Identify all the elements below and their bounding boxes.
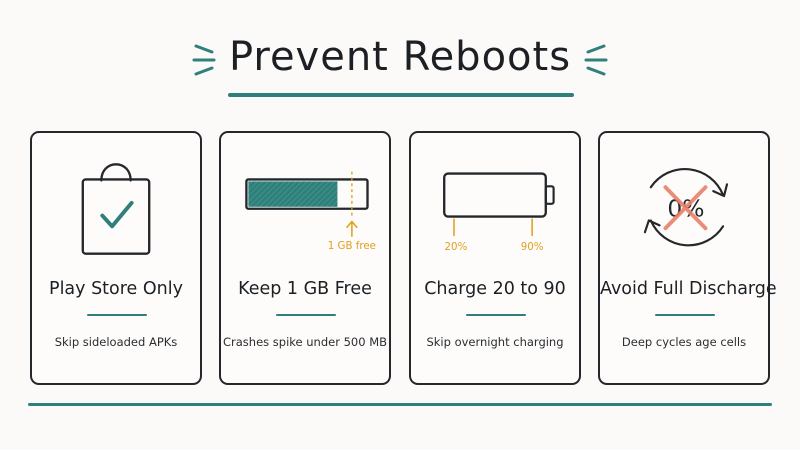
tip-card-discharge: 0% Avoid Full Discharge Deep cycles age … xyxy=(598,131,777,385)
title-dashes-left-icon xyxy=(192,44,216,76)
battery-low-label: 20% xyxy=(445,241,468,253)
card-title: Keep 1 GB Free xyxy=(238,279,372,299)
card-subtitle: Skip overnight charging xyxy=(426,335,564,349)
card-title: Play Store Only xyxy=(49,279,183,299)
bottom-rule xyxy=(28,403,772,406)
card-title: Avoid Full Discharge xyxy=(600,279,777,299)
card-subtitle: Deep cycles age cells xyxy=(621,335,747,349)
card-divider xyxy=(466,314,526,316)
storage-bar-icon: 1 GB free xyxy=(245,171,376,252)
card-subtitle: Skip sideloaded APKs xyxy=(54,335,178,349)
card-divider xyxy=(276,314,336,316)
tip-card-storage: 1 GB free Keep 1 GB Free Crashes spike u… xyxy=(219,131,391,385)
card-subtitle: Crashes spike under 500 MB xyxy=(222,335,388,349)
battery-icon: 20% 90% xyxy=(443,172,555,253)
card-divider xyxy=(655,314,715,316)
page-title: Prevent Reboots xyxy=(228,34,572,80)
storage-fill xyxy=(248,181,338,207)
storage-annotation: 1 GB free xyxy=(328,240,376,252)
title-underline xyxy=(228,93,574,97)
shopping-bag-check-icon xyxy=(81,163,151,255)
tip-card-charge: 20% 90% Charge 20 to 90 Skip overnight c… xyxy=(409,131,581,385)
card-title: Charge 20 to 90 xyxy=(424,279,566,299)
title-dashes-right-icon xyxy=(584,44,608,76)
tip-card-play-store: Play Store Only Skip sideloaded APKs xyxy=(30,131,202,385)
battery-high-label: 90% xyxy=(521,241,544,253)
card-divider xyxy=(87,314,147,316)
no-zero-percent-cycle-icon: 0% xyxy=(643,168,729,247)
